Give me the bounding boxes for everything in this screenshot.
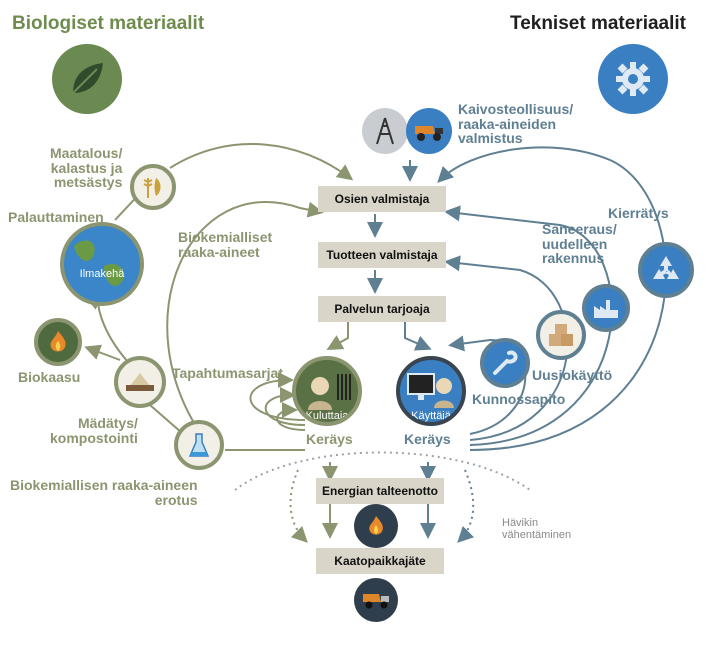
flow-cascade-1 (249, 372, 306, 421)
energy-flame-icon (354, 504, 398, 548)
flow-service-to-consumer (326, 318, 349, 350)
box-landfill: Kaatopaikkajäte (316, 548, 444, 574)
flame-icon (34, 318, 82, 366)
boxes-icon (536, 310, 586, 360)
label-consumer: Kuluttaja (305, 410, 349, 422)
flow-farming-to-parts (169, 143, 354, 181)
label-extraction: Biokemiallisen raaka-aineen erotus (10, 477, 198, 508)
label-reuse: Uusiokäyttö (532, 367, 613, 383)
label-atmosphere: Ilmakehä (79, 268, 125, 280)
flow-service-to-user (404, 318, 432, 351)
tech-title: Tekniset materiaalit (510, 13, 687, 34)
label-mining: Kaivosteollisuus/ raaka-aineiden valmist… (458, 101, 574, 147)
earth-icon: Ilmakehä (60, 222, 144, 306)
box-parts: Osien valmistaja (318, 186, 446, 212)
label-user: Käyttäjä (411, 410, 451, 422)
label-cascades: Tapahtumasarjat (172, 365, 283, 381)
factory-icon (582, 284, 630, 332)
box-product: Tuotteen valmistaja (318, 242, 446, 268)
flow-cascade-2 (264, 387, 306, 426)
label-compost: Mädätys/ kompostointi (50, 415, 138, 446)
label-collect-left: Keräys (306, 431, 353, 447)
box-service: Palvelun tarjoaja (318, 296, 446, 322)
label-biogas: Biokaasu (18, 369, 81, 385)
flow-recycle-arc (437, 146, 667, 451)
label-collect-right: Keräys (404, 431, 451, 447)
leaf-icon (52, 44, 122, 114)
flow-loss-dotted-right (457, 469, 475, 543)
label-maintenance: Kunnossapito (472, 391, 566, 407)
wrench-icon (480, 338, 530, 388)
label-refurbish: Saneeraus/ uudelleen rakennus (542, 221, 617, 267)
flow-loss-dotted-left (289, 469, 308, 543)
recycle-icon (638, 242, 694, 298)
label-farming: Maatalous/ kalastus ja metsästys (50, 145, 123, 191)
mining-truck-icon (406, 108, 452, 154)
label-restore: Palauttaminen (8, 209, 104, 225)
user-computer-icon: Käyttäjä (396, 356, 466, 426)
consumer-icon: Kuluttaja (292, 356, 362, 426)
box-energy: Energian talteenotto (316, 478, 444, 504)
oil-rig-icon (362, 108, 408, 154)
label-biochem-raw: Biokemialliset raaka-aineet (178, 229, 273, 260)
gear-icon (598, 44, 668, 114)
flow-biochem-raw-arc (166, 201, 324, 441)
flow-cascade-3 (276, 402, 306, 431)
wheat-fish-icon (130, 164, 176, 210)
label-loss: Hävikin vähentäminen (502, 517, 572, 541)
bio-title: Biologiset materiaalit (12, 13, 205, 34)
dump-truck-icon (354, 578, 398, 622)
label-recycling: Kierrätys (608, 205, 669, 221)
flask-icon (174, 420, 224, 470)
flow-compost-to-biogas (84, 344, 121, 361)
compost-icon (114, 356, 166, 408)
